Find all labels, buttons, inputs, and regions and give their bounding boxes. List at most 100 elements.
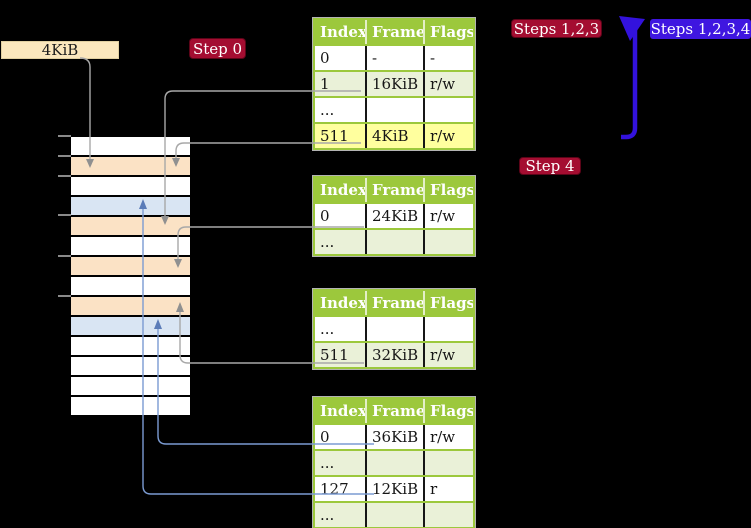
table-cell [365, 317, 423, 341]
table-cell: 1 [315, 72, 365, 96]
table-cell: r/w [423, 204, 473, 228]
black-arrow-tip [479, 132, 484, 139]
table-cell: ... [315, 98, 365, 122]
memory-row-white [71, 357, 190, 375]
table-header-cell: Index [320, 294, 365, 312]
table-cell: r/w [423, 124, 473, 148]
memory-row-orange [71, 257, 190, 275]
table-header-cell: Flags [423, 291, 473, 315]
arrow-up-left-icon [619, 16, 645, 41]
table-row: 0-- [315, 44, 473, 70]
table-header-cell: Frame [365, 20, 423, 44]
table-cell: - [423, 46, 473, 70]
table-cell [423, 230, 473, 254]
table-header-cell: Index [320, 23, 365, 41]
table-header-cell: Flags [423, 20, 473, 44]
table-cell: r/w [423, 72, 473, 96]
memory-row-blue [71, 317, 190, 335]
table-cell: 511 [315, 343, 365, 367]
address-tick [58, 255, 71, 257]
memory-row-orange [71, 157, 190, 175]
table-cell [423, 317, 473, 341]
address-tick [58, 155, 71, 157]
step4-text: Step 4 [525, 157, 575, 175]
table-header-cell: Flags [423, 178, 473, 202]
table-cell: ... [315, 451, 365, 475]
table-cell: r/w [423, 343, 473, 367]
table-cell [365, 230, 423, 254]
memory-row-white [71, 177, 190, 195]
memory-row-white [71, 137, 190, 155]
table-row: ... [315, 228, 473, 254]
table-header-cell: Flags [423, 399, 473, 423]
table-cell: ... [315, 230, 365, 254]
table-row: ... [315, 315, 473, 341]
steps123-label: Steps 1,2,3 [511, 19, 602, 38]
table-cell: 16KiB [365, 72, 423, 96]
table-header-cell: Frame [365, 178, 423, 202]
table-header-cell: Frame [365, 291, 423, 315]
table-cell: 0 [315, 46, 365, 70]
table-row: ... [315, 501, 473, 527]
table-cell [423, 503, 473, 527]
table-row: ... [315, 96, 473, 122]
table-cell: 24KiB [365, 204, 423, 228]
step0-text: Step 0 [192, 39, 243, 58]
address-tick [58, 214, 71, 216]
table-cell: - [365, 46, 423, 70]
memory-row-blue [71, 197, 190, 215]
table-cell: 0 [315, 425, 365, 449]
steps1234-text: Steps 1,2,3,4 [650, 20, 751, 38]
table-header-cell: Index [320, 402, 365, 420]
step0-label: Step 0 [189, 38, 246, 59]
steps123-text: Steps 1,2,3 [513, 19, 600, 38]
table-header-cell: Frame [365, 399, 423, 423]
table-cell [365, 503, 423, 527]
memory-row-white [71, 377, 190, 395]
table-cell [423, 98, 473, 122]
frame-size-label: 4KiB [41, 41, 79, 59]
frame-size-box: 4KiB [1, 41, 119, 59]
memory-row-orange [71, 217, 190, 235]
address-tick [58, 175, 71, 177]
memory-row-white [71, 337, 190, 355]
memory-row-orange [71, 297, 190, 315]
table-cell: 32KiB [365, 343, 423, 367]
address-tick [58, 135, 71, 137]
memory-row-white [71, 397, 190, 415]
table-cell: 36KiB [365, 425, 423, 449]
table-cell [365, 98, 423, 122]
steps1234-label: Steps 1,2,3,4 [650, 19, 751, 39]
table-cell: r/w [423, 425, 473, 449]
table-cell: r [423, 477, 473, 501]
table-cell: ... [315, 503, 365, 527]
table-cell: 127 [315, 477, 365, 501]
table-header-cell: Index [320, 181, 365, 199]
memory-row-white [71, 277, 190, 295]
table-cell: 511 [315, 124, 365, 148]
memory-row-white [71, 237, 190, 255]
table-cell [365, 451, 423, 475]
table-cell [423, 451, 473, 475]
memory-column [71, 137, 190, 415]
table-cell: 0 [315, 204, 365, 228]
table-cell: 4KiB [365, 124, 423, 148]
table-cell: ... [315, 317, 365, 341]
step4-label: Step 4 [519, 157, 581, 175]
address-tick [58, 295, 71, 297]
